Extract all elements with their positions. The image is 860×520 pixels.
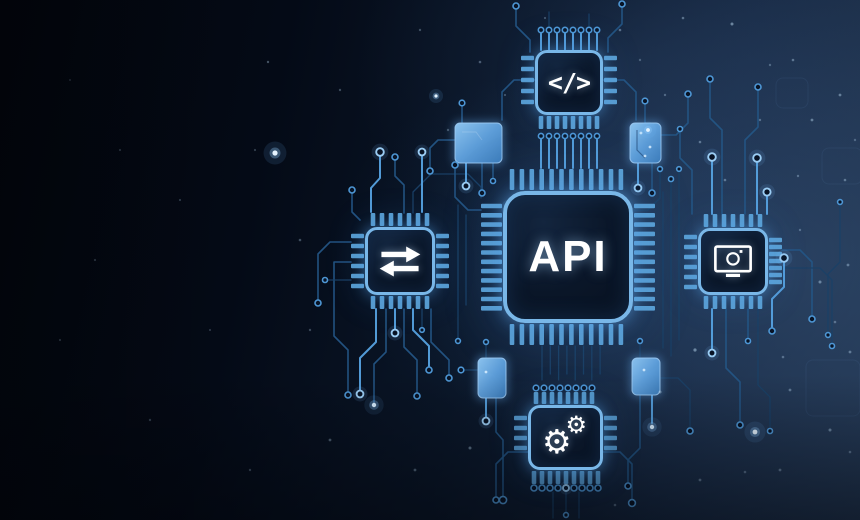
via-dots — [314, 0, 844, 519]
code-chip: </> — [535, 50, 603, 115]
api-chip: API — [503, 191, 633, 323]
gear-small-icon: ⚙ — [565, 411, 587, 439]
monitor-sync-icon — [714, 245, 752, 278]
gears-icon: ⚙ — [542, 422, 572, 461]
ghost-outlines — [775, 77, 860, 417]
chip-pins — [351, 55, 782, 484]
code-icon: </> — [547, 68, 591, 97]
gears-chip: ⚙ ⚙ — [528, 405, 603, 470]
memory-chips — [452, 120, 664, 401]
api-label: API — [528, 232, 608, 281]
swap-chip — [365, 227, 435, 295]
swap-arrows-icon — [379, 245, 421, 277]
monitor-chip — [698, 228, 768, 295]
